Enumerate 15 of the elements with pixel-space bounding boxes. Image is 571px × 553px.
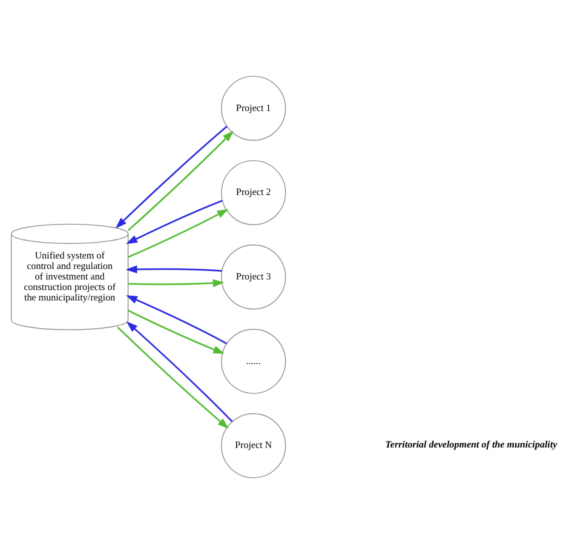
arrow — [117, 326, 229, 428]
node-circle: Project 3 — [221, 244, 286, 309]
arrow — [128, 278, 224, 287]
arrow — [115, 125, 228, 228]
arrow — [128, 309, 225, 354]
node-circle: Project 2 — [221, 160, 286, 225]
arrow — [126, 199, 223, 244]
label: Territorial development of the municipality — [385, 438, 558, 450]
arrow — [128, 130, 234, 231]
arrow — [126, 294, 227, 344]
arrow — [126, 320, 233, 422]
node-circle: ...... — [221, 328, 286, 394]
arrow — [128, 208, 229, 258]
arrow — [126, 264, 222, 273]
node-circle: Project N — [221, 412, 286, 478]
